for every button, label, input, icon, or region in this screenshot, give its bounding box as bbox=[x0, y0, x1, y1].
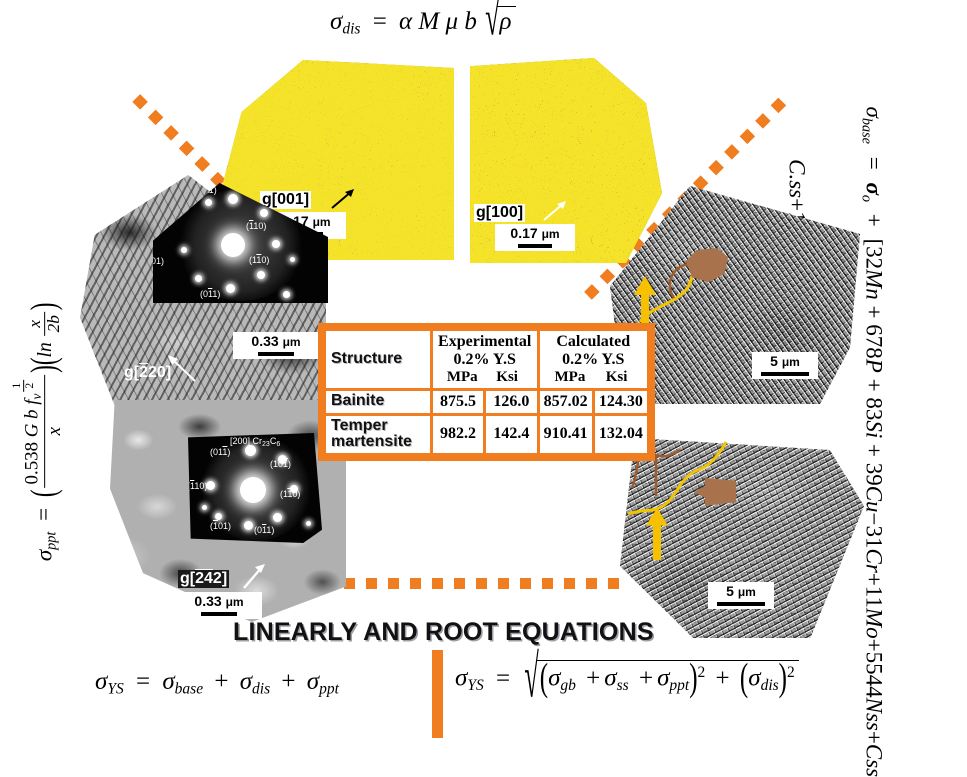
g-vector-arrow-220 bbox=[168, 355, 196, 382]
cell-calculated-ksi: 132.04 bbox=[591, 412, 651, 457]
header-sub: 0.2% Y.S bbox=[453, 350, 516, 368]
header-sub: 0.2% Y.S bbox=[562, 350, 625, 368]
g-vector-label-100: g[100] bbox=[474, 204, 526, 222]
cell-experimental-ksi: 142.4 bbox=[483, 412, 540, 457]
saed-label-2: (110) bbox=[249, 255, 270, 265]
figure-title: LINEARLY AND ROOT EQUATIONS bbox=[233, 618, 654, 646]
cell-calculated-ksi: 124.30 bbox=[591, 387, 651, 416]
equation-sigma-dis: σdis = α M μ b √ρ bbox=[330, 0, 517, 46]
row-label: Temper martensite bbox=[323, 412, 433, 457]
table-header-structure: Structure bbox=[323, 328, 433, 391]
saed-label-0: (011) bbox=[210, 447, 231, 457]
saed-phase-label: [200] Cr23C6 bbox=[230, 436, 281, 448]
g-vector-label-242: g[242] bbox=[178, 570, 230, 588]
equation-root-sum: σYS = √ (σgb +σss +σppt)2 + (σdis)2 bbox=[455, 643, 799, 710]
g-vector-label-001: g[001] bbox=[260, 191, 312, 209]
scale-bar-100: 0.17 μm bbox=[495, 224, 575, 251]
scale-bar-220: 0.33 μm bbox=[233, 332, 319, 359]
cell-experimental-ksi: 126.0 bbox=[483, 387, 540, 416]
saed-label-1: (110) bbox=[246, 221, 267, 231]
g-vector-arrow-242 bbox=[243, 564, 265, 589]
saed-label-4: (101) bbox=[210, 521, 232, 531]
cell-experimental-mpa: 982.2 bbox=[429, 412, 487, 457]
scale-bar-temper: 5 μm bbox=[708, 582, 774, 609]
header-title: Calculated bbox=[556, 333, 631, 350]
equation-sigma-base: σbase = σo + [32Mn + 678P + 83Si + 39Cu−… bbox=[858, 106, 887, 777]
diffraction-pattern-lower: [200] Cr23C6 (011) (101) (110) (011) (10… bbox=[188, 433, 322, 543]
table-row: Temper martensite 982.2 142.4 910.41 132… bbox=[323, 412, 651, 457]
table-row: Bainite 875.5 126.0 857.02 124.30 bbox=[323, 387, 651, 416]
separator-bottom-left bbox=[278, 578, 628, 589]
scale-bar-242: 0.33 μm bbox=[176, 592, 262, 619]
saed-label-3: (011) bbox=[200, 289, 221, 299]
cell-experimental-mpa: 875.5 bbox=[429, 387, 487, 416]
cell-calculated-mpa: 910.41 bbox=[536, 412, 595, 457]
g-vector-arrow-001 bbox=[331, 189, 354, 209]
row-label: Bainite bbox=[323, 387, 433, 416]
saed-label-1: (101) bbox=[270, 459, 292, 469]
separator-bottom-middle bbox=[432, 650, 443, 738]
g-vector-arrow-100 bbox=[543, 201, 566, 221]
scale-bar-bainite: 5 μm bbox=[752, 352, 818, 379]
saed-center-spot bbox=[240, 477, 266, 503]
saed-label-2: (110) bbox=[280, 489, 301, 499]
saed-label-5: (110) bbox=[188, 481, 208, 491]
header-title: Experimental bbox=[438, 333, 532, 350]
saed-label-3: (011) bbox=[254, 525, 275, 535]
saed-label-4: 01) bbox=[153, 256, 165, 266]
grain-boundary-trace-bainite bbox=[638, 252, 706, 323]
equation-linear-sum: σYS = σbase + σdis + σppt bbox=[95, 668, 339, 698]
saed-center-spot bbox=[221, 233, 245, 257]
g-vector-label-220: g[220] bbox=[124, 364, 172, 381]
cell-calculated-mpa: 857.02 bbox=[536, 387, 595, 416]
